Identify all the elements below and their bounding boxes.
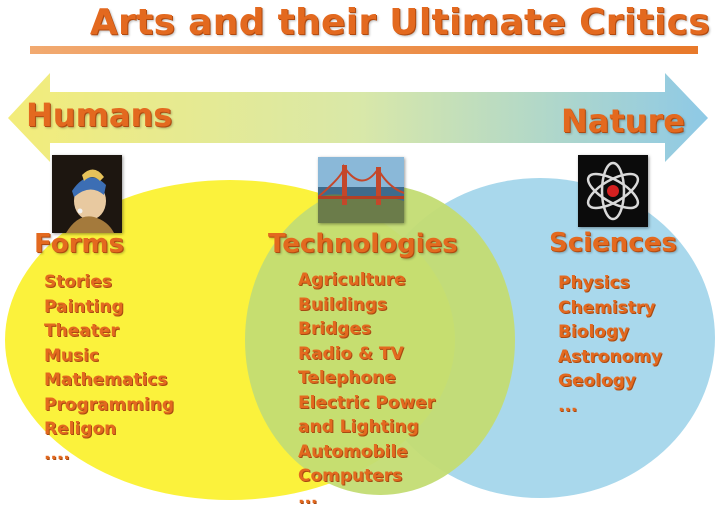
list-item: Religon: [44, 419, 117, 439]
list-item: Computers: [298, 466, 403, 486]
forms-heading: Forms: [34, 229, 124, 259]
humans-nature-arrow: [8, 73, 708, 162]
title-rule: [30, 46, 698, 54]
list-item: ...: [298, 487, 318, 508]
list-item: Astronomy: [558, 346, 663, 367]
list-item: Theater: [44, 321, 119, 341]
overlap-ellipse: [245, 185, 515, 495]
list-item: Mathematics: [44, 370, 168, 390]
list-item: Bridges: [298, 319, 372, 339]
page-title: Arts and their Ultimate Critics: [89, 2, 710, 43]
golden-gate-bridge-photo: [318, 157, 404, 223]
nature-label: Nature: [561, 102, 685, 140]
list-item: Biology: [558, 322, 630, 342]
list-item: ...: [558, 395, 578, 416]
list-item: Physics: [558, 273, 630, 293]
list-item: Painting: [44, 296, 124, 317]
sciences-heading: Sciences: [549, 228, 677, 258]
list-item: Buildings: [298, 294, 388, 315]
list-item: Chemistry: [558, 297, 656, 318]
forms-list: Stories Painting Theater Music Mathemati…: [44, 270, 174, 466]
atom-symbol: [578, 155, 648, 227]
list-item: Radio & TV: [298, 343, 404, 364]
list-item: Automobile: [298, 441, 408, 462]
list-item: Telephone: [298, 368, 396, 388]
humans-label: Humans: [26, 96, 173, 134]
list-item: Music: [44, 345, 100, 366]
list-item: Electric Power: [298, 392, 436, 413]
list-item: Programming: [44, 394, 175, 415]
technologies-heading: Technologies: [268, 229, 458, 259]
list-item: Geology: [558, 371, 636, 391]
list-item: Agriculture: [298, 270, 406, 290]
list-item: Stories: [44, 272, 112, 292]
list-item: ....: [44, 443, 70, 464]
sciences-list: Physics Chemistry Biology Astronomy Geol…: [558, 271, 662, 418]
technologies-list: Agriculture Buildings Bridges Radio & TV…: [298, 268, 435, 507]
girl-with-pearl-earring-painting: [52, 155, 122, 233]
list-item: and Lighting: [298, 417, 419, 437]
